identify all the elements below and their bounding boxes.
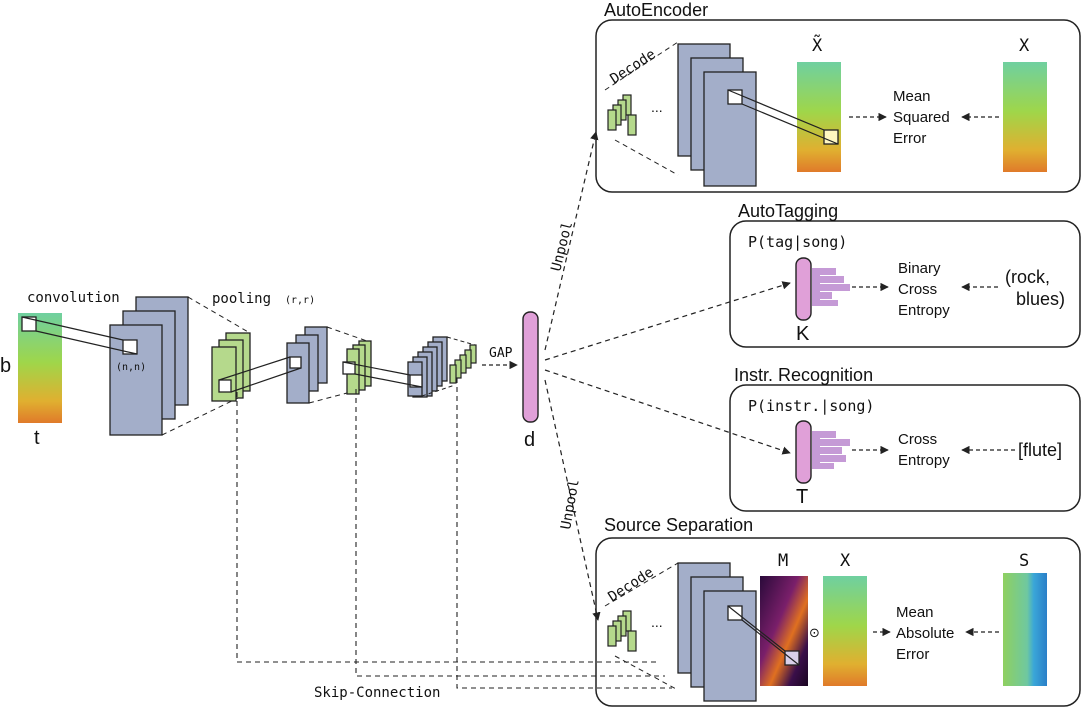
pooled-maps-2: [342, 340, 372, 395]
input-label-b: b: [0, 355, 11, 377]
ae-ellipsis: ...: [651, 99, 663, 115]
unpool-arrow-top: [544, 131, 599, 351]
autotagging-prob-label: P(tag|song): [748, 233, 847, 251]
ae-reconstruction-spectrogram: [797, 62, 841, 172]
conv-feature-maps: [109, 296, 189, 436]
skip-connection-label: Skip-Connection: [314, 685, 440, 701]
autoencoder-title: AutoEncoder: [604, 0, 708, 20]
ir-loss-line-1: Cross: [898, 431, 937, 448]
gap-label: GAP: [489, 346, 513, 361]
input-spectrogram: [18, 313, 62, 423]
at-target-line-2: blues): [1016, 289, 1065, 309]
instrument-panel: Instr. Recognition P(instr.|song) T Cros…: [729, 365, 1081, 512]
ae-input-spectrogram: [1003, 62, 1047, 172]
ss-loss-line-1: Mean: [896, 604, 934, 621]
ae-loss-line-1: Mean: [893, 88, 931, 105]
ss-mixture-spectrogram: [823, 576, 867, 686]
at-loss-line-1: Binary: [898, 260, 941, 277]
pooled-maps-3: [449, 344, 477, 384]
separation-panel: Source Separation Decode ... M ⊙ X S Me: [595, 515, 1081, 707]
ss-decode-label: Decode: [605, 564, 656, 605]
pooled-maps-1: [211, 332, 251, 402]
ir-target: [flute]: [1018, 440, 1062, 460]
instrument-size-label: T: [796, 486, 808, 508]
autotagging-histogram: [812, 268, 850, 306]
autotagging-size-label: K: [796, 323, 810, 345]
arrow-to-instrument: [544, 369, 791, 455]
embedding-vector: [522, 311, 539, 423]
instrument-histogram: [812, 431, 850, 469]
ir-loss-line-2: Entropy: [898, 452, 950, 469]
conv-feature-maps-3: [407, 336, 448, 398]
at-target-line-1: (rock,: [1005, 267, 1050, 287]
instrument-title: Instr. Recognition: [734, 365, 873, 385]
ss-odot: ⊙: [809, 625, 820, 640]
ss-source-spectrogram: [1003, 573, 1047, 686]
ae-loss-line-2: Squared: [893, 109, 950, 126]
skip-connections: [236, 378, 672, 689]
ae-x-tilde-label: X̃: [812, 34, 823, 56]
pooling-label: pooling: [212, 291, 271, 307]
autotagging-title: AutoTagging: [738, 201, 838, 221]
at-loss-line-2: Cross: [898, 281, 937, 298]
ss-ellipsis: ...: [651, 614, 663, 630]
ae-loss-line-3: Error: [893, 130, 926, 147]
ss-x-label: X: [840, 551, 851, 571]
ss-loss-line-2: Absolute: [896, 625, 954, 642]
autoencoder-panel: AutoEncoder Decode ... X̃ X Mean Squared…: [595, 0, 1081, 193]
ss-mask: [760, 576, 808, 686]
ae-decode-label: Decode: [607, 46, 658, 87]
autotagging-panel: AutoTagging P(tag|song) K Binary Cross E…: [729, 201, 1081, 348]
ss-loss-line-3: Error: [896, 646, 929, 663]
unpool-arrow-bottom: [544, 379, 601, 621]
pool-size-label: (r,r): [285, 295, 315, 306]
ss-mask-label: M: [778, 551, 788, 571]
unpool-top-label: Unpool: [548, 220, 576, 273]
separation-title: Source Separation: [604, 515, 753, 535]
arrow-to-autotagging: [544, 281, 791, 361]
conv-kernel-box: [21, 316, 37, 332]
unpool-bottom-label: Unpool: [558, 478, 583, 531]
ss-s-label: S: [1019, 551, 1029, 571]
instrument-output-vector: [795, 420, 812, 484]
input-label-t: t: [34, 427, 40, 449]
autotagging-output-vector: [795, 257, 812, 321]
kernel-size-label: (n,n): [116, 362, 146, 373]
instrument-prob-label: P(instr.|song): [748, 397, 874, 415]
ae-x-label: X: [1019, 36, 1030, 56]
conv-feature-maps-2: [286, 326, 328, 404]
at-loss-line-3: Entropy: [898, 302, 950, 319]
embedding-label: d: [524, 429, 535, 451]
convolution-label: convolution: [27, 290, 120, 306]
